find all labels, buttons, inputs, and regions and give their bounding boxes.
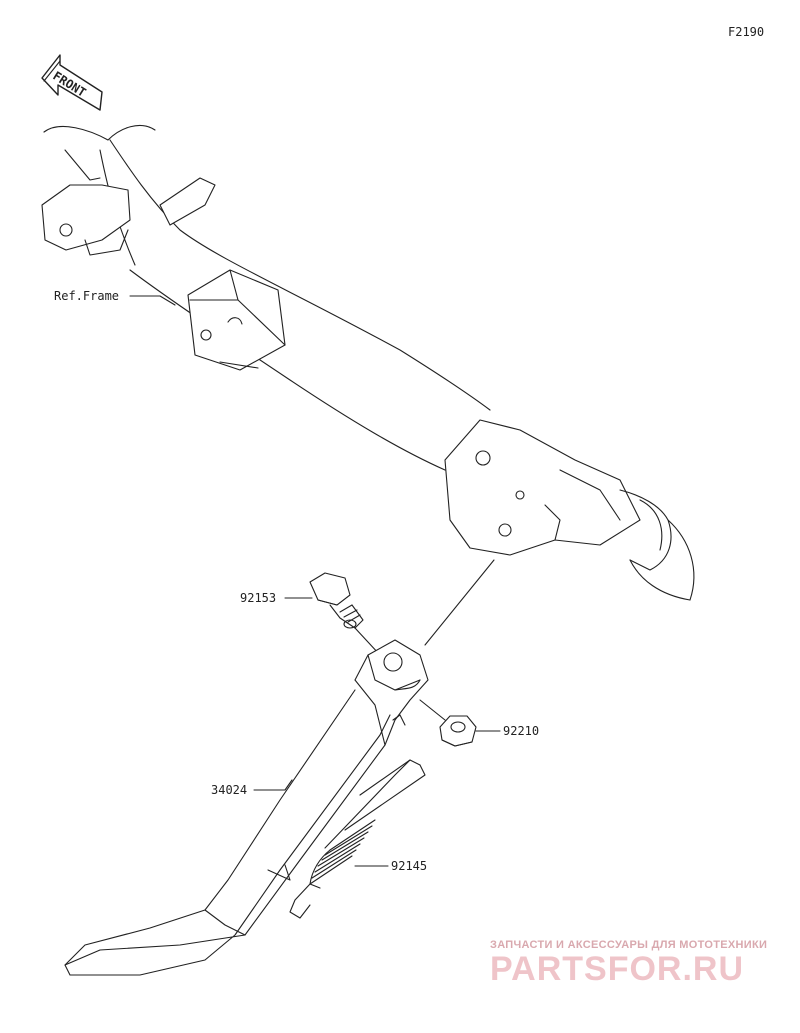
frame-assembly: [41, 125, 695, 601]
watermark-brand: PARTSFOR.RU: [490, 950, 745, 988]
figure-code: F2190: [728, 25, 765, 39]
nut-92210: [439, 715, 477, 747]
leader-34024: [253, 779, 293, 791]
part-label-92145[interactable]: 92145: [391, 859, 428, 873]
spring-92145: [289, 759, 426, 919]
ref-frame-label: Ref.Frame: [54, 289, 120, 303]
ref-frame-leader: [129, 295, 176, 306]
watermark-tagline: ЗАПЧАСТИ И АКСЕССУАРЫ ДЛЯ МОТОТЕХНИКИ: [490, 939, 768, 951]
part-label-92153[interactable]: 92153: [240, 591, 277, 605]
alignment-line: [424, 559, 495, 646]
bolt-92153: [309, 572, 364, 629]
side-stand-34024: [64, 639, 429, 976]
part-label-92210[interactable]: 92210: [503, 724, 540, 738]
front-arrow-icon: FRONT: [41, 54, 103, 111]
nut-axis-line: [419, 699, 446, 721]
part-label-34024[interactable]: 34024: [211, 783, 248, 797]
